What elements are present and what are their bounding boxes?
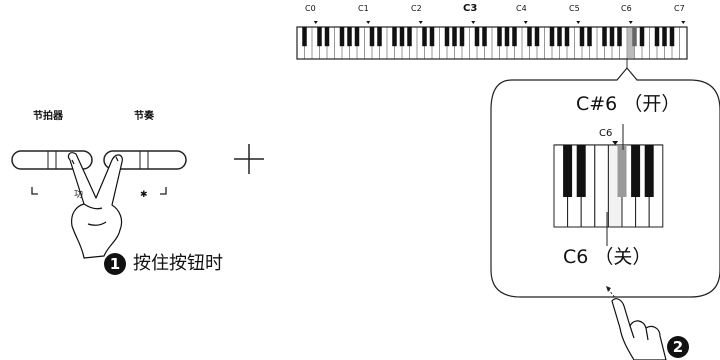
black-key	[347, 27, 352, 47]
black-key	[654, 27, 660, 47]
black-key	[587, 27, 592, 47]
zoom-c6-small-label: C6	[599, 128, 613, 139]
black-key	[422, 27, 427, 47]
bluetooth-icon: ✱	[140, 190, 148, 200]
black-key	[324, 27, 330, 47]
zoom-black-key	[576, 145, 586, 197]
step-1-text: 按住按钮时	[133, 253, 223, 274]
octave-label-c4: C4	[516, 4, 527, 13]
octave-label-c3: C3	[463, 3, 478, 14]
left-corner-mark	[31, 187, 38, 195]
hand-pointing-icon	[611, 298, 667, 360]
black-key	[302, 27, 307, 47]
black-key	[459, 27, 465, 47]
black-key	[549, 27, 555, 47]
black-key	[482, 27, 487, 47]
black-key	[579, 27, 585, 47]
black-key	[399, 27, 405, 47]
zoom-c-sharp-6-key	[617, 145, 627, 197]
black-key	[429, 27, 435, 47]
function-label: 功	[74, 190, 84, 200]
zoom-top-label: C#6 （开）	[576, 93, 681, 115]
octave-marker	[313, 21, 318, 24]
black-key	[452, 27, 457, 47]
black-key	[669, 27, 675, 47]
keyboard-keys	[296, 21, 688, 60]
black-key	[392, 27, 397, 47]
black-key	[354, 27, 360, 47]
octave-marker	[628, 21, 633, 24]
black-key	[512, 27, 517, 47]
black-key	[534, 27, 540, 47]
black-key	[617, 27, 622, 47]
octave-label-c0: C0	[305, 4, 316, 13]
black-key	[317, 27, 322, 47]
black-key	[407, 27, 412, 47]
black-key	[504, 27, 510, 47]
octave-marker	[576, 21, 581, 24]
zoom-bottom-label: C6 （关）	[563, 246, 652, 268]
octave-marker	[471, 21, 476, 24]
zoom-black-key	[631, 145, 641, 197]
black-key	[377, 27, 382, 47]
black-key	[564, 27, 570, 47]
zoom-black-key	[644, 145, 654, 197]
step-1-badge: 1	[104, 253, 126, 275]
black-key	[662, 27, 667, 47]
black-key	[497, 27, 502, 47]
octave-label-c1: C1	[358, 4, 369, 13]
black-key	[609, 27, 615, 47]
black-key	[602, 27, 607, 47]
black-key	[639, 27, 645, 47]
octave-label-c7: C7	[674, 4, 685, 13]
zoom-black-key	[563, 145, 573, 197]
right-corner-mark	[160, 187, 167, 195]
octave-label-c2: C2	[411, 4, 422, 13]
metronome-button-label: 节拍器	[33, 111, 63, 122]
hand-pressing-icon	[67, 152, 123, 259]
zoom-keyboard	[553, 141, 664, 228]
c6-key-highlight	[627, 28, 634, 58]
octave-marker	[681, 21, 686, 24]
step-2-badge: 2	[667, 336, 689, 358]
rhythm-button-label: 节奏	[134, 111, 154, 122]
zoom-c6-marker	[612, 141, 619, 145]
black-key	[474, 27, 480, 47]
black-key	[527, 27, 532, 47]
black-key	[369, 27, 375, 47]
button-panel	[11, 144, 264, 259]
zoom-white-key	[594, 144, 609, 228]
octave-label-c5: C5	[569, 4, 580, 13]
black-key	[557, 27, 562, 47]
octave-label-c6: C6	[621, 4, 632, 13]
black-key	[339, 27, 345, 47]
octave-marker	[366, 21, 371, 24]
plus-icon	[234, 144, 264, 174]
black-key	[632, 27, 637, 47]
octave-marker	[523, 21, 528, 24]
octave-marker	[418, 21, 423, 24]
rhythm-button	[103, 150, 187, 170]
black-key	[444, 27, 450, 47]
